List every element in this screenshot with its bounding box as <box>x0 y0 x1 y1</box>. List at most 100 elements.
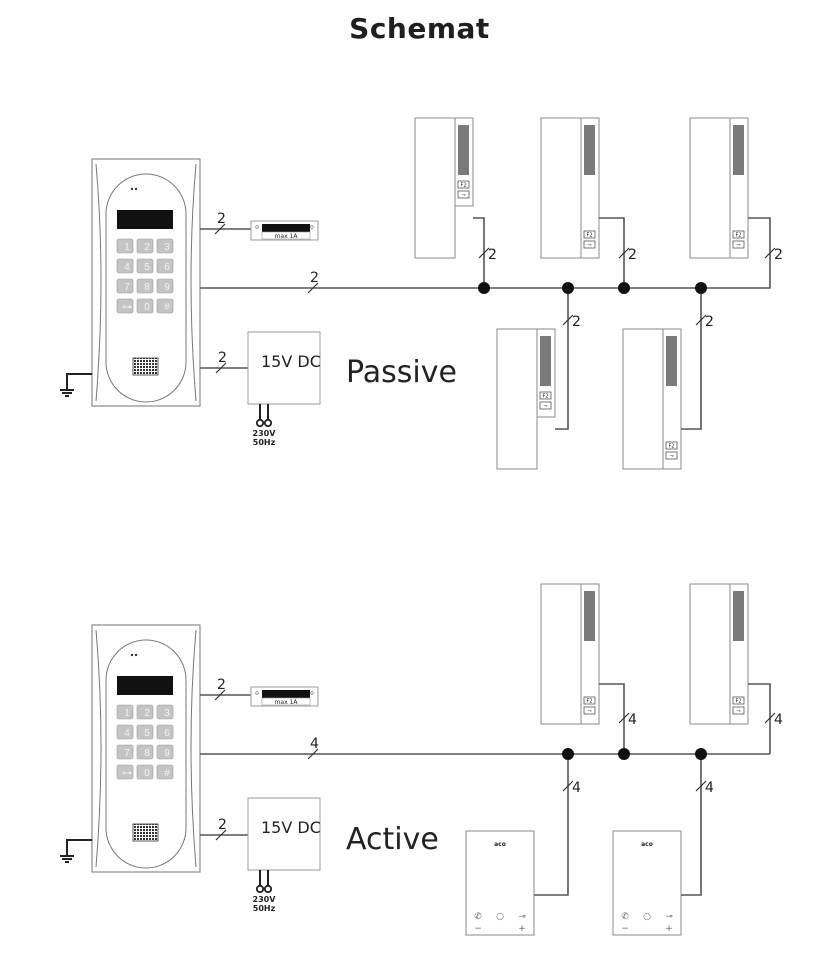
handset-wire <box>748 683 771 754</box>
lock-rating-label: max 1A <box>275 233 299 240</box>
mains-voltage-label: 230V <box>253 429 277 438</box>
bus-wire-count: 4 <box>307 736 319 760</box>
handset-receiver <box>414 117 456 259</box>
monitor-body <box>465 830 535 936</box>
wire-count-label: 4 <box>628 712 637 728</box>
key-icon: ⊸ <box>587 709 591 715</box>
wire-count-label: 2 <box>628 247 637 263</box>
camera-dot-icon <box>134 187 138 191</box>
panel-faceplate <box>105 639 187 869</box>
psu-wire-count: 2 <box>215 350 227 374</box>
monitor-wire-count: 4 <box>695 780 714 796</box>
slash-mark <box>618 712 630 724</box>
intercom-handset: F2⊸ <box>689 117 749 259</box>
keypad-key-label: 7 <box>124 748 130 759</box>
psu-voltage-label: 15V DC <box>261 352 321 371</box>
keypad-key <box>136 724 154 740</box>
mains-voltage-label: 230V <box>253 895 277 904</box>
speaker-slot <box>540 336 551 386</box>
keypad-key <box>116 258 134 274</box>
slash-mark <box>562 780 574 792</box>
keypad-key <box>116 298 134 314</box>
keypad-key-label: 5 <box>144 262 150 273</box>
mains-terminal-icon <box>255 418 265 428</box>
ground-wire <box>66 839 92 855</box>
keypad-key <box>156 238 174 254</box>
handset-receiver <box>689 583 731 725</box>
wire-count-label: 4 <box>705 780 714 796</box>
door-key-button <box>732 706 745 715</box>
intercom-handset: F2⊸ <box>689 583 749 725</box>
keypad-key <box>136 764 154 780</box>
slash-mark <box>695 314 707 326</box>
junction-dot <box>562 282 574 294</box>
screw-icon <box>310 225 314 229</box>
psu-box <box>247 331 321 405</box>
panel-faceplate <box>105 173 187 403</box>
slash-mark <box>307 748 319 760</box>
wire-count-label: 4 <box>774 712 783 728</box>
keypad-key <box>156 704 174 720</box>
screw-icon <box>255 225 259 229</box>
handset-wire-count: 4 <box>618 712 637 728</box>
ground-icon <box>60 373 92 397</box>
handset-receiver <box>622 328 664 470</box>
handset-wire-count: 2 <box>764 247 783 263</box>
lock-bolt <box>262 690 310 698</box>
lock-wire-count: 2 <box>214 677 226 701</box>
psu-voltage-label: 15V DC <box>261 818 321 837</box>
f2-button <box>583 230 596 239</box>
mains-terminal-icon <box>263 884 273 894</box>
keypad-key <box>116 724 134 740</box>
key-icon: ⊸ <box>665 912 673 922</box>
keypad-key <box>136 298 154 314</box>
circle-button-icon: ○ <box>496 912 504 922</box>
monitor-wire-count: 4 <box>562 780 581 796</box>
speaker-slot <box>666 336 677 386</box>
handset-wire <box>599 683 625 754</box>
mains-frequency-label: 50Hz <box>253 438 276 447</box>
f2-button <box>732 230 745 239</box>
volume-down-icon: − <box>621 924 629 934</box>
keypad-key <box>156 744 174 760</box>
keypad-key-label: 8 <box>144 748 150 759</box>
door-key-button <box>539 401 552 410</box>
slash-mark <box>562 314 574 326</box>
key-icon: ⊸ <box>736 243 740 249</box>
f2-button <box>457 180 470 189</box>
keypad-key-label: 6 <box>164 262 170 273</box>
keypad-key-label: 3 <box>164 242 170 253</box>
keypad-key <box>156 764 174 780</box>
keypad-key <box>136 278 154 294</box>
lock-label-box <box>261 697 311 706</box>
junction-dot <box>618 748 630 760</box>
volume-up-icon: + <box>665 924 673 934</box>
door-key-button <box>665 451 678 460</box>
intercom-handset: F2 ⊸ <box>496 328 556 470</box>
mains-terminal-icon <box>263 418 273 428</box>
lock-bolt <box>262 224 310 232</box>
display-screen <box>117 210 173 229</box>
camera-dot-icon <box>130 187 134 191</box>
bus-wire-count: 2 <box>307 270 319 294</box>
f2-button-label: F2 <box>668 444 674 450</box>
psu-wire-count: 2 <box>215 817 227 841</box>
keypad-key-label: 4 <box>124 262 130 273</box>
door-key-button <box>583 706 596 715</box>
keypad-key-label: 4 <box>124 728 130 739</box>
slash-mark <box>695 780 707 792</box>
brand-logo: aco <box>641 841 653 848</box>
handset-receiver <box>540 117 582 259</box>
keypad-key <box>156 724 174 740</box>
call-icon: ✆ <box>474 912 482 922</box>
key-icon: ⊸ <box>543 404 547 410</box>
electric-lock: max 1A <box>250 220 319 241</box>
f2-button-label: F2 <box>542 394 548 400</box>
intercom-handset: F2⊸ <box>622 328 682 470</box>
keypad-key-label: 9 <box>164 748 170 759</box>
speaker-slot <box>733 125 744 175</box>
